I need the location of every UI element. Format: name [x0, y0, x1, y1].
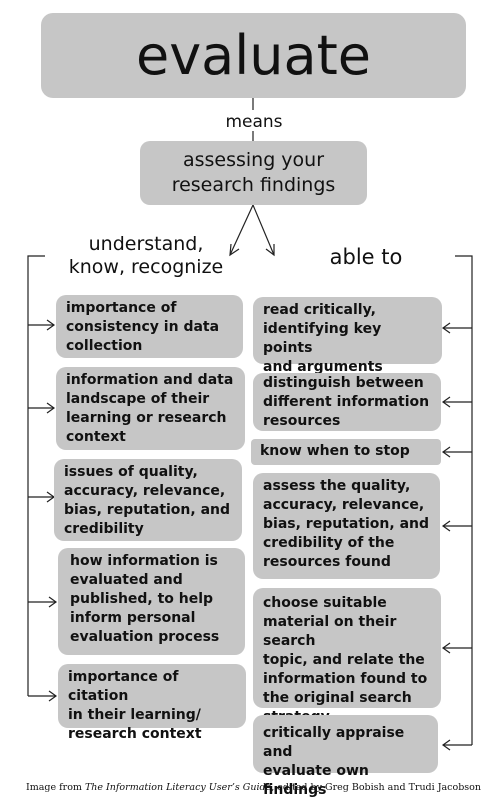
item-line: learning or research	[66, 410, 227, 426]
item-line: context	[66, 429, 126, 445]
item-line: in their learning/	[68, 707, 201, 723]
left-item-quality: issues of quality, accuracy, relevance, …	[54, 459, 242, 541]
item-line: identifying key points	[263, 321, 382, 356]
means-label: means	[225, 112, 283, 132]
image-credit: Image from The Information Literacy User…	[26, 782, 481, 793]
item-line: evaluate own findings	[263, 763, 369, 798]
credit-suffix: , edited by Greg Bobish and Trudi Jacobs…	[271, 782, 482, 793]
item-line: information found to	[263, 671, 428, 687]
right-item-assess: assess the quality, accuracy, relevance,…	[253, 473, 440, 579]
item-line: credibility	[64, 521, 144, 537]
item-line: consistency in data	[66, 319, 220, 335]
evaluate-title: evaluate	[41, 13, 466, 98]
item-line: landscape of their	[66, 391, 210, 407]
right-heading: able to	[329, 245, 403, 269]
assessing-line: assessing your	[182, 149, 325, 171]
item-line: resources	[263, 413, 341, 429]
left-item-landscape: information and data landscape of their …	[56, 367, 245, 450]
item-line: assess the quality,	[263, 478, 411, 494]
item-line: resources found	[263, 554, 391, 570]
item-line: know when to stop	[260, 443, 410, 459]
item-line: and arguments	[263, 359, 383, 375]
item-line: accuracy, relevance,	[64, 483, 226, 499]
item-line: distinguish between	[263, 375, 424, 391]
item-line: issues of quality,	[64, 464, 198, 480]
item-line: read critically,	[263, 302, 376, 318]
item-line: credibility of the	[263, 535, 395, 551]
item-line: information and data	[66, 372, 234, 388]
item-line: choose suitable	[263, 595, 387, 611]
left-item-citation: importance of citation in their learning…	[58, 664, 246, 742]
item-line: inform personal	[70, 610, 196, 626]
item-line: evaluation process	[70, 629, 220, 645]
item-line: importance of citation	[68, 669, 179, 704]
left-item-evaluated: how information is evaluated and publish…	[58, 548, 245, 655]
item-line: critically appraise and	[263, 725, 405, 760]
item-line: evaluated and	[70, 572, 183, 588]
right-item-read-critically: read critically, identifying key points …	[253, 297, 442, 375]
item-line: collection	[66, 338, 143, 354]
item-line: the original search	[263, 690, 412, 706]
credit-prefix: Image from	[26, 782, 85, 793]
item-line: bias, reputation, and	[64, 502, 231, 518]
right-item-choose-material: choose suitable material on their search…	[253, 588, 441, 725]
item-line: accuracy, relevance,	[263, 497, 425, 513]
item-line: bias, reputation, and	[263, 516, 430, 532]
credit-book-title: The Information Literacy User’s Guide	[84, 782, 272, 793]
item-line: how information is	[70, 553, 218, 569]
item-line: topic, and relate the	[263, 652, 425, 668]
item-line: research context	[68, 726, 202, 742]
left-heading-line: know, recognize	[68, 256, 224, 278]
right-item-appraise: critically appraise and evaluate own fin…	[253, 715, 438, 798]
item-line: material on their search	[263, 614, 397, 649]
left-heading: understand, know, recognize	[56, 233, 236, 279]
assessing-line: research findings	[171, 174, 336, 196]
right-item-know-when-to-stop: know when to stop	[251, 439, 441, 465]
left-item-consistency: importance of consistency in data collec…	[56, 295, 243, 358]
item-line: published, to help	[70, 591, 214, 607]
right-item-distinguish: distinguish between different informatio…	[253, 373, 441, 431]
item-line: different information	[263, 394, 430, 410]
left-heading-line: understand,	[88, 233, 204, 255]
item-line: importance of	[66, 300, 177, 316]
assessing-box: assessing your research findings	[140, 141, 367, 205]
